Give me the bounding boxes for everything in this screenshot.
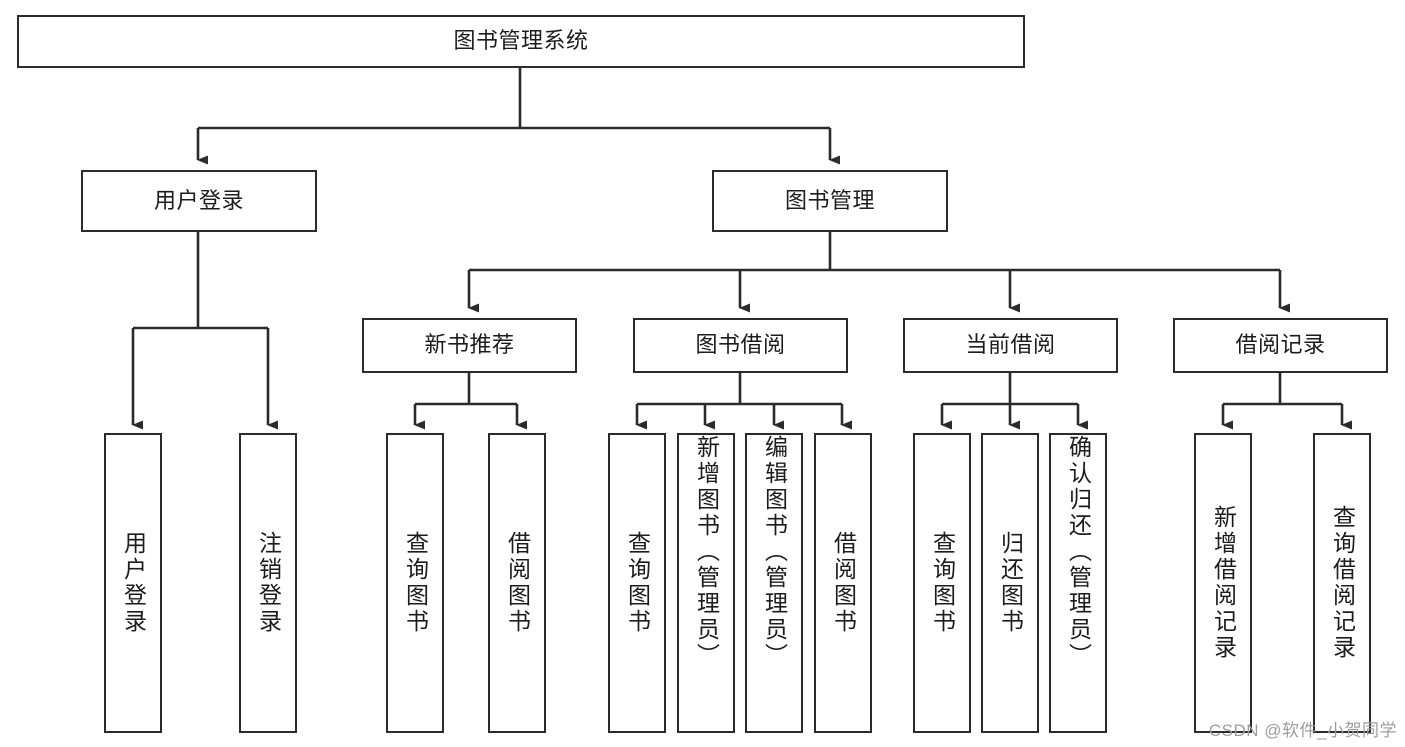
node-user-login[interactable]: 用户登录	[81, 170, 317, 232]
leaf-current-borrow-return[interactable]: 归还图书	[981, 433, 1039, 733]
node-label: 新增图书（管理员）	[693, 435, 720, 669]
leaf-new-book-query[interactable]: 查询图书	[386, 433, 444, 733]
node-label: 归还图书	[997, 531, 1024, 635]
node-label: 新书推荐	[424, 332, 515, 358]
leaf-user-login-logout[interactable]: 注销登录	[239, 433, 297, 733]
node-label: 编辑图书（管理员）	[761, 435, 788, 669]
leaf-book-borrow-add[interactable]: 新增图书（管理员）	[677, 433, 735, 733]
node-label: 查询图书	[402, 531, 429, 635]
node-label: 当前借阅	[965, 332, 1056, 358]
leaf-new-book-borrow[interactable]: 借阅图书	[488, 433, 546, 733]
leaf-book-borrow-query[interactable]: 查询图书	[608, 433, 666, 733]
node-label: 查询图书	[929, 531, 956, 635]
leaf-current-borrow-confirm-return[interactable]: 确认归还（管理员）	[1049, 433, 1107, 733]
node-label: 查询借阅记录	[1329, 505, 1356, 661]
node-label: 借阅图书	[504, 531, 531, 635]
node-label: 新增借阅记录	[1210, 505, 1237, 661]
node-label: 确认归还（管理员）	[1065, 435, 1092, 669]
node-label: 借阅图书	[830, 531, 857, 635]
node-label: 借阅记录	[1235, 332, 1326, 358]
leaf-borrow-record-add[interactable]: 新增借阅记录	[1194, 433, 1252, 733]
node-borrow-record[interactable]: 借阅记录	[1173, 318, 1388, 373]
node-book-management[interactable]: 图书管理	[712, 170, 948, 232]
node-label: 用户登录	[120, 531, 147, 635]
leaf-borrow-record-query[interactable]: 查询借阅记录	[1313, 433, 1371, 733]
node-new-book-recommend[interactable]: 新书推荐	[362, 318, 577, 373]
leaf-current-borrow-query[interactable]: 查询图书	[913, 433, 971, 733]
node-label: 用户登录	[153, 187, 244, 213]
node-current-borrow[interactable]: 当前借阅	[903, 318, 1118, 373]
node-book-borrow[interactable]: 图书借阅	[633, 318, 848, 373]
watermark-text: CSDN @软件_小贺同学	[1208, 721, 1397, 740]
node-label: 查询图书	[624, 531, 651, 635]
node-label: 图书管理	[784, 187, 875, 213]
leaf-user-login-login[interactable]: 用户登录	[104, 433, 162, 733]
node-label: 注销登录	[255, 531, 282, 635]
leaf-book-borrow-borrow[interactable]: 借阅图书	[814, 433, 872, 733]
node-root-system[interactable]: 图书管理系统	[17, 15, 1025, 68]
node-label: 图书借阅	[695, 332, 786, 358]
leaf-book-borrow-edit[interactable]: 编辑图书（管理员）	[745, 433, 803, 733]
node-label: 图书管理系统	[453, 28, 589, 54]
